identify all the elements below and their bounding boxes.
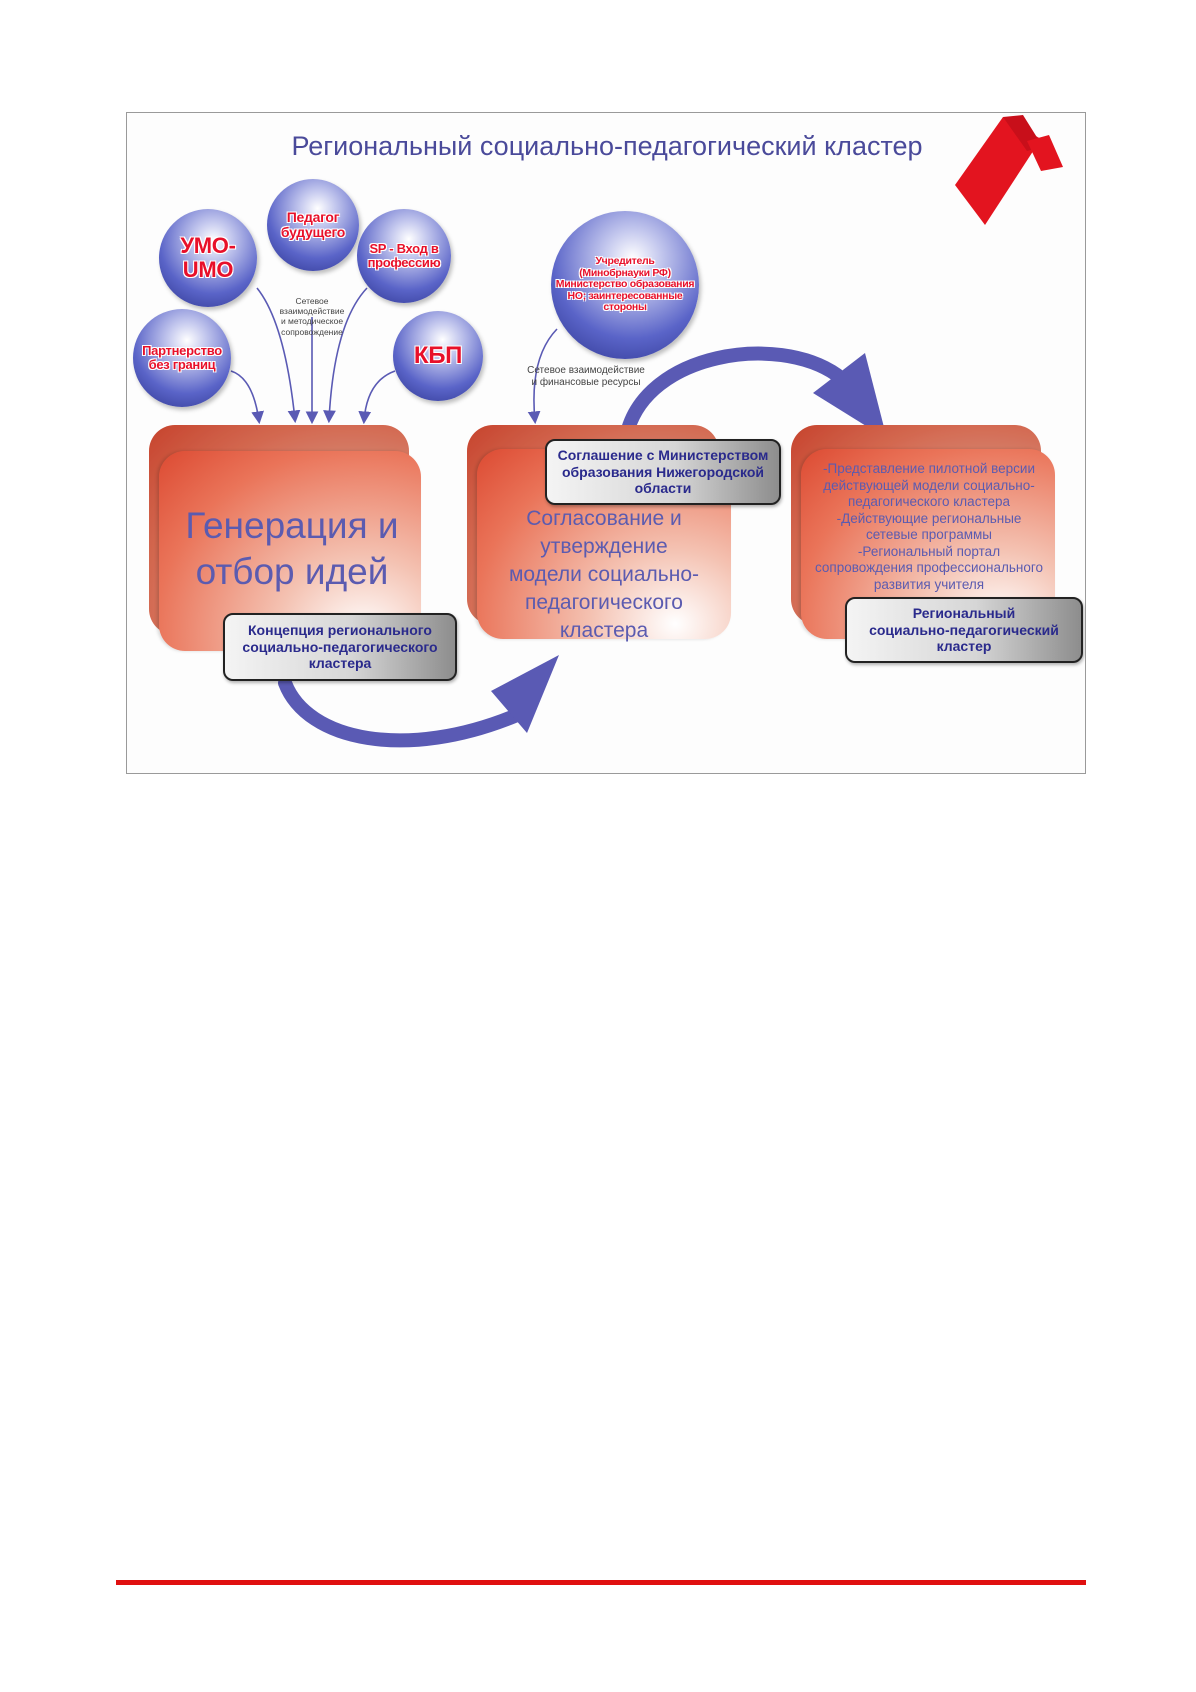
circle-partnerstvo: Партнерство без границ bbox=[133, 309, 231, 407]
circle-uchreditel: Учредитель (Минобрнауки РФ) Министерство… bbox=[551, 211, 699, 359]
footer-red-line bbox=[116, 1580, 1086, 1585]
connector-arrow-uchreditel bbox=[527, 328, 558, 425]
stage-approval-text: Согласование и утверждение модели социал… bbox=[508, 507, 700, 642]
circle-uchreditel-label: Учредитель (Минобрнауки РФ) Министерство… bbox=[555, 255, 695, 314]
circle-sp-label: SP - Вход в профессию bbox=[367, 240, 441, 270]
output-concept: Концепция регионального социально-педаго… bbox=[223, 613, 457, 681]
circle-umo: УМО- UMO bbox=[159, 209, 257, 307]
big-arrow-bottom bbox=[278, 676, 524, 748]
logo-icon bbox=[955, 115, 1063, 225]
circle-umo-label: УМО- UMO bbox=[180, 232, 236, 282]
circle-sp: SP - Вход в профессию bbox=[357, 209, 451, 303]
connector-arrow-partnerstvo bbox=[230, 370, 265, 425]
big-arrow-bottom-head bbox=[491, 655, 559, 733]
connector-arrow-sp bbox=[323, 287, 368, 424]
circle-pedagog: Педагог будущего bbox=[267, 179, 359, 271]
stage-results-text: -Представление пилотной версии действующ… bbox=[814, 461, 1044, 592]
big-arrow-top-head bbox=[813, 353, 887, 439]
circle-kbp: КБП bbox=[393, 311, 483, 401]
stage-generation-text: Генерация и отбор идей bbox=[185, 505, 399, 592]
circle-kbp-label: КБП bbox=[413, 341, 463, 369]
network-label-method: Сетевое взаимодействие и методическое со… bbox=[279, 296, 345, 337]
output-agreement: Соглашение с Министерством образования Н… bbox=[545, 439, 781, 505]
diagram-frame: Региональный социально-педагогический кл… bbox=[126, 112, 1086, 774]
diagram-title: Региональный социально-педагогический кл… bbox=[291, 131, 923, 161]
connector-arrow-kbp bbox=[358, 370, 396, 425]
network-label-finance: Сетевое взаимодействие и финансовые ресу… bbox=[527, 365, 645, 388]
circle-pedagog-label: Педагог будущего bbox=[280, 208, 346, 240]
connector-arrow-umo bbox=[256, 287, 301, 424]
circle-partnerstvo-label: Партнерство без границ bbox=[142, 342, 222, 372]
connector-layer bbox=[230, 287, 887, 748]
output-cluster: Региональный социально-педагогический кл… bbox=[845, 597, 1083, 663]
big-arrow-top bbox=[620, 346, 844, 440]
